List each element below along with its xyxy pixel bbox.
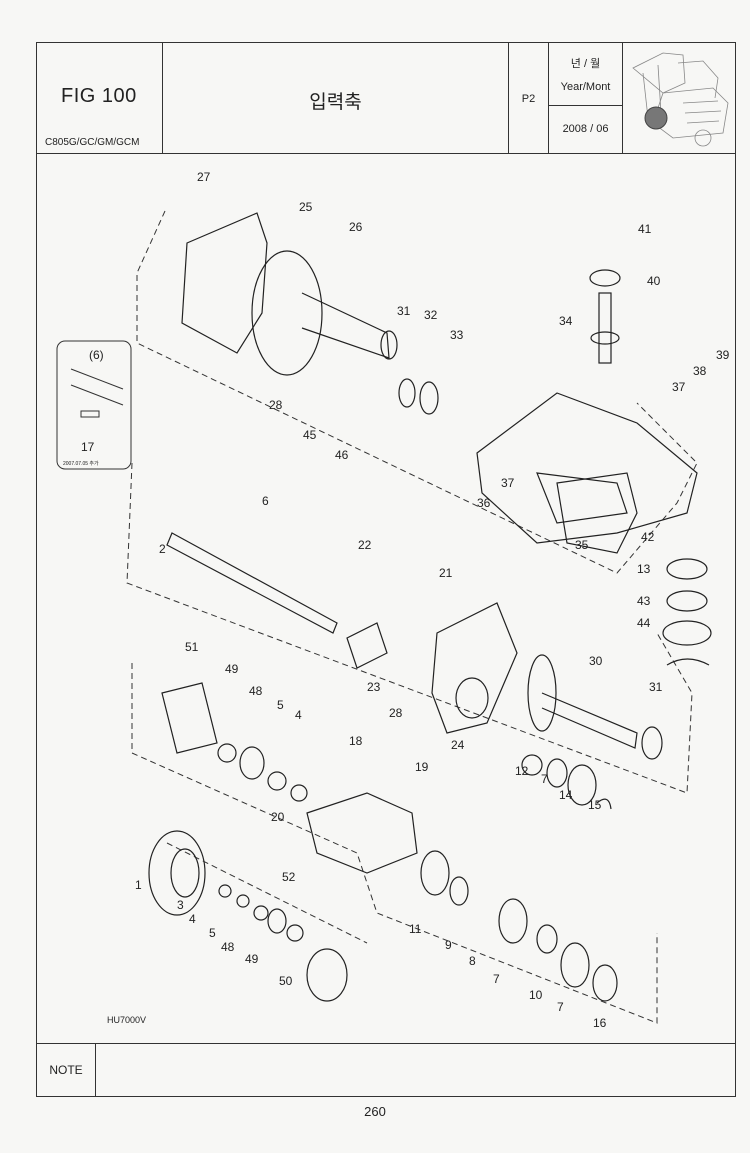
note-label: NOTE <box>37 1044 96 1097</box>
date-divider <box>549 105 622 106</box>
callout-label: 40 <box>647 274 661 288</box>
parts-sheet: FIG 100 C805G/GC/GM/GCM 입력축 P2 년 / 월 Yea… <box>36 42 736 1097</box>
callout-label: 31 <box>649 680 663 694</box>
callout-label: 13 <box>637 562 651 576</box>
callout-label: 4 <box>189 912 196 926</box>
parts-drawing: 27 25 26 41 40 31 32 33 34 39 38 37 28 4… <box>56 170 730 1030</box>
callout-label: 8 <box>469 954 476 968</box>
callout-label: 2 <box>159 542 166 556</box>
callout-label: 37 <box>501 476 515 490</box>
callout-label: 7 <box>557 1000 564 1014</box>
machine-thumbnail <box>623 43 737 153</box>
callout-label: 22 <box>358 538 372 552</box>
callout-label: 37 <box>672 380 686 394</box>
model-list: C805G/GC/GM/GCM <box>45 137 140 148</box>
callout-label: 18 <box>349 734 363 748</box>
callout-label: 26 <box>349 220 363 234</box>
exploded-diagram: 27 25 26 41 40 31 32 33 34 39 38 37 28 4… <box>37 153 735 1043</box>
callout-label: 5 <box>277 698 284 712</box>
callout-label: 10 <box>529 988 543 1002</box>
callout-label: 39 <box>716 348 730 362</box>
fig-cell: FIG 100 C805G/GC/GM/GCM <box>37 43 163 153</box>
callout-label: 4 <box>295 708 302 722</box>
callout-label: 7 <box>493 972 500 986</box>
callout-label: 36 <box>477 496 491 510</box>
callout-label: 14 <box>559 788 573 802</box>
callout-label: 23 <box>367 680 381 694</box>
callout-label: 50 <box>279 974 293 988</box>
inset-detail <box>56 340 132 470</box>
callout-label: 12 <box>515 764 529 778</box>
date-value: 2008 / 06 <box>562 123 609 135</box>
callout-label: 27 <box>197 170 211 184</box>
inset-stamp: 2007.07.05 추가 <box>63 460 99 467</box>
callout-label: 52 <box>282 870 296 884</box>
callout-label: 5 <box>209 926 216 940</box>
page-code: P2 <box>521 93 536 105</box>
callout-label: 32 <box>424 308 438 322</box>
callout-label: 19 <box>415 760 429 774</box>
callout-label: 25 <box>299 200 313 214</box>
fig-number: FIG 100 <box>61 85 137 107</box>
callout-label: 44 <box>637 616 651 630</box>
callout-label: 30 <box>589 654 603 668</box>
drawing-code: HU7000V <box>107 1015 146 1025</box>
callout-label: 41 <box>638 222 652 236</box>
callout-label: 31 <box>397 304 411 318</box>
page-number: 260 <box>364 1104 386 1119</box>
callout-label: 48 <box>221 940 235 954</box>
callout-label: 11 <box>409 922 422 936</box>
callout-label: 1 <box>135 878 142 892</box>
callout-label: 28 <box>269 398 283 412</box>
combine-harvester-icon <box>632 52 729 147</box>
inset-part: 17 <box>81 440 95 454</box>
date-label-en: Year/Mont <box>560 81 611 93</box>
page-title: 입력축 <box>309 92 362 113</box>
callout-label: 3 <box>177 898 184 912</box>
callout-label: 7 <box>541 772 548 786</box>
callout-label: 24 <box>451 738 465 752</box>
callout-label: 21 <box>439 566 453 580</box>
date-label-kr: 년 / 월 <box>570 58 601 70</box>
callout-label: 42 <box>641 530 655 544</box>
callout-label: 16 <box>593 1016 607 1030</box>
callout-label: 49 <box>225 662 239 676</box>
inset-ref: (6) <box>89 348 104 362</box>
callout-label: 34 <box>559 314 573 328</box>
callout-label: 45 <box>303 428 317 442</box>
callout-label: 49 <box>245 952 259 966</box>
callout-label: 51 <box>185 640 199 654</box>
callout-label: 6 <box>262 494 269 508</box>
callout-label: 43 <box>637 594 651 608</box>
page-code-cell: P2 <box>509 43 549 153</box>
callout-label: 46 <box>335 448 349 462</box>
header: FIG 100 C805G/GC/GM/GCM 입력축 P2 년 / 월 Yea… <box>37 43 735 154</box>
callout-label: 9 <box>445 938 452 952</box>
callout-label: 15 <box>588 798 602 812</box>
title-cell: 입력축 <box>163 43 509 153</box>
callout-label: 38 <box>693 364 707 378</box>
callout-labels: 27 25 26 41 40 31 32 33 34 39 38 37 28 4… <box>63 170 730 1030</box>
callout-label: 35 <box>575 538 589 552</box>
date-cell: 년 / 월 Year/Mont 2008 / 06 <box>549 43 623 153</box>
callout-label: 48 <box>249 684 263 698</box>
note-row: NOTE <box>37 1043 735 1097</box>
callout-label: 28 <box>389 706 403 720</box>
callout-label: 33 <box>450 328 464 342</box>
callout-label: 20 <box>271 810 285 824</box>
